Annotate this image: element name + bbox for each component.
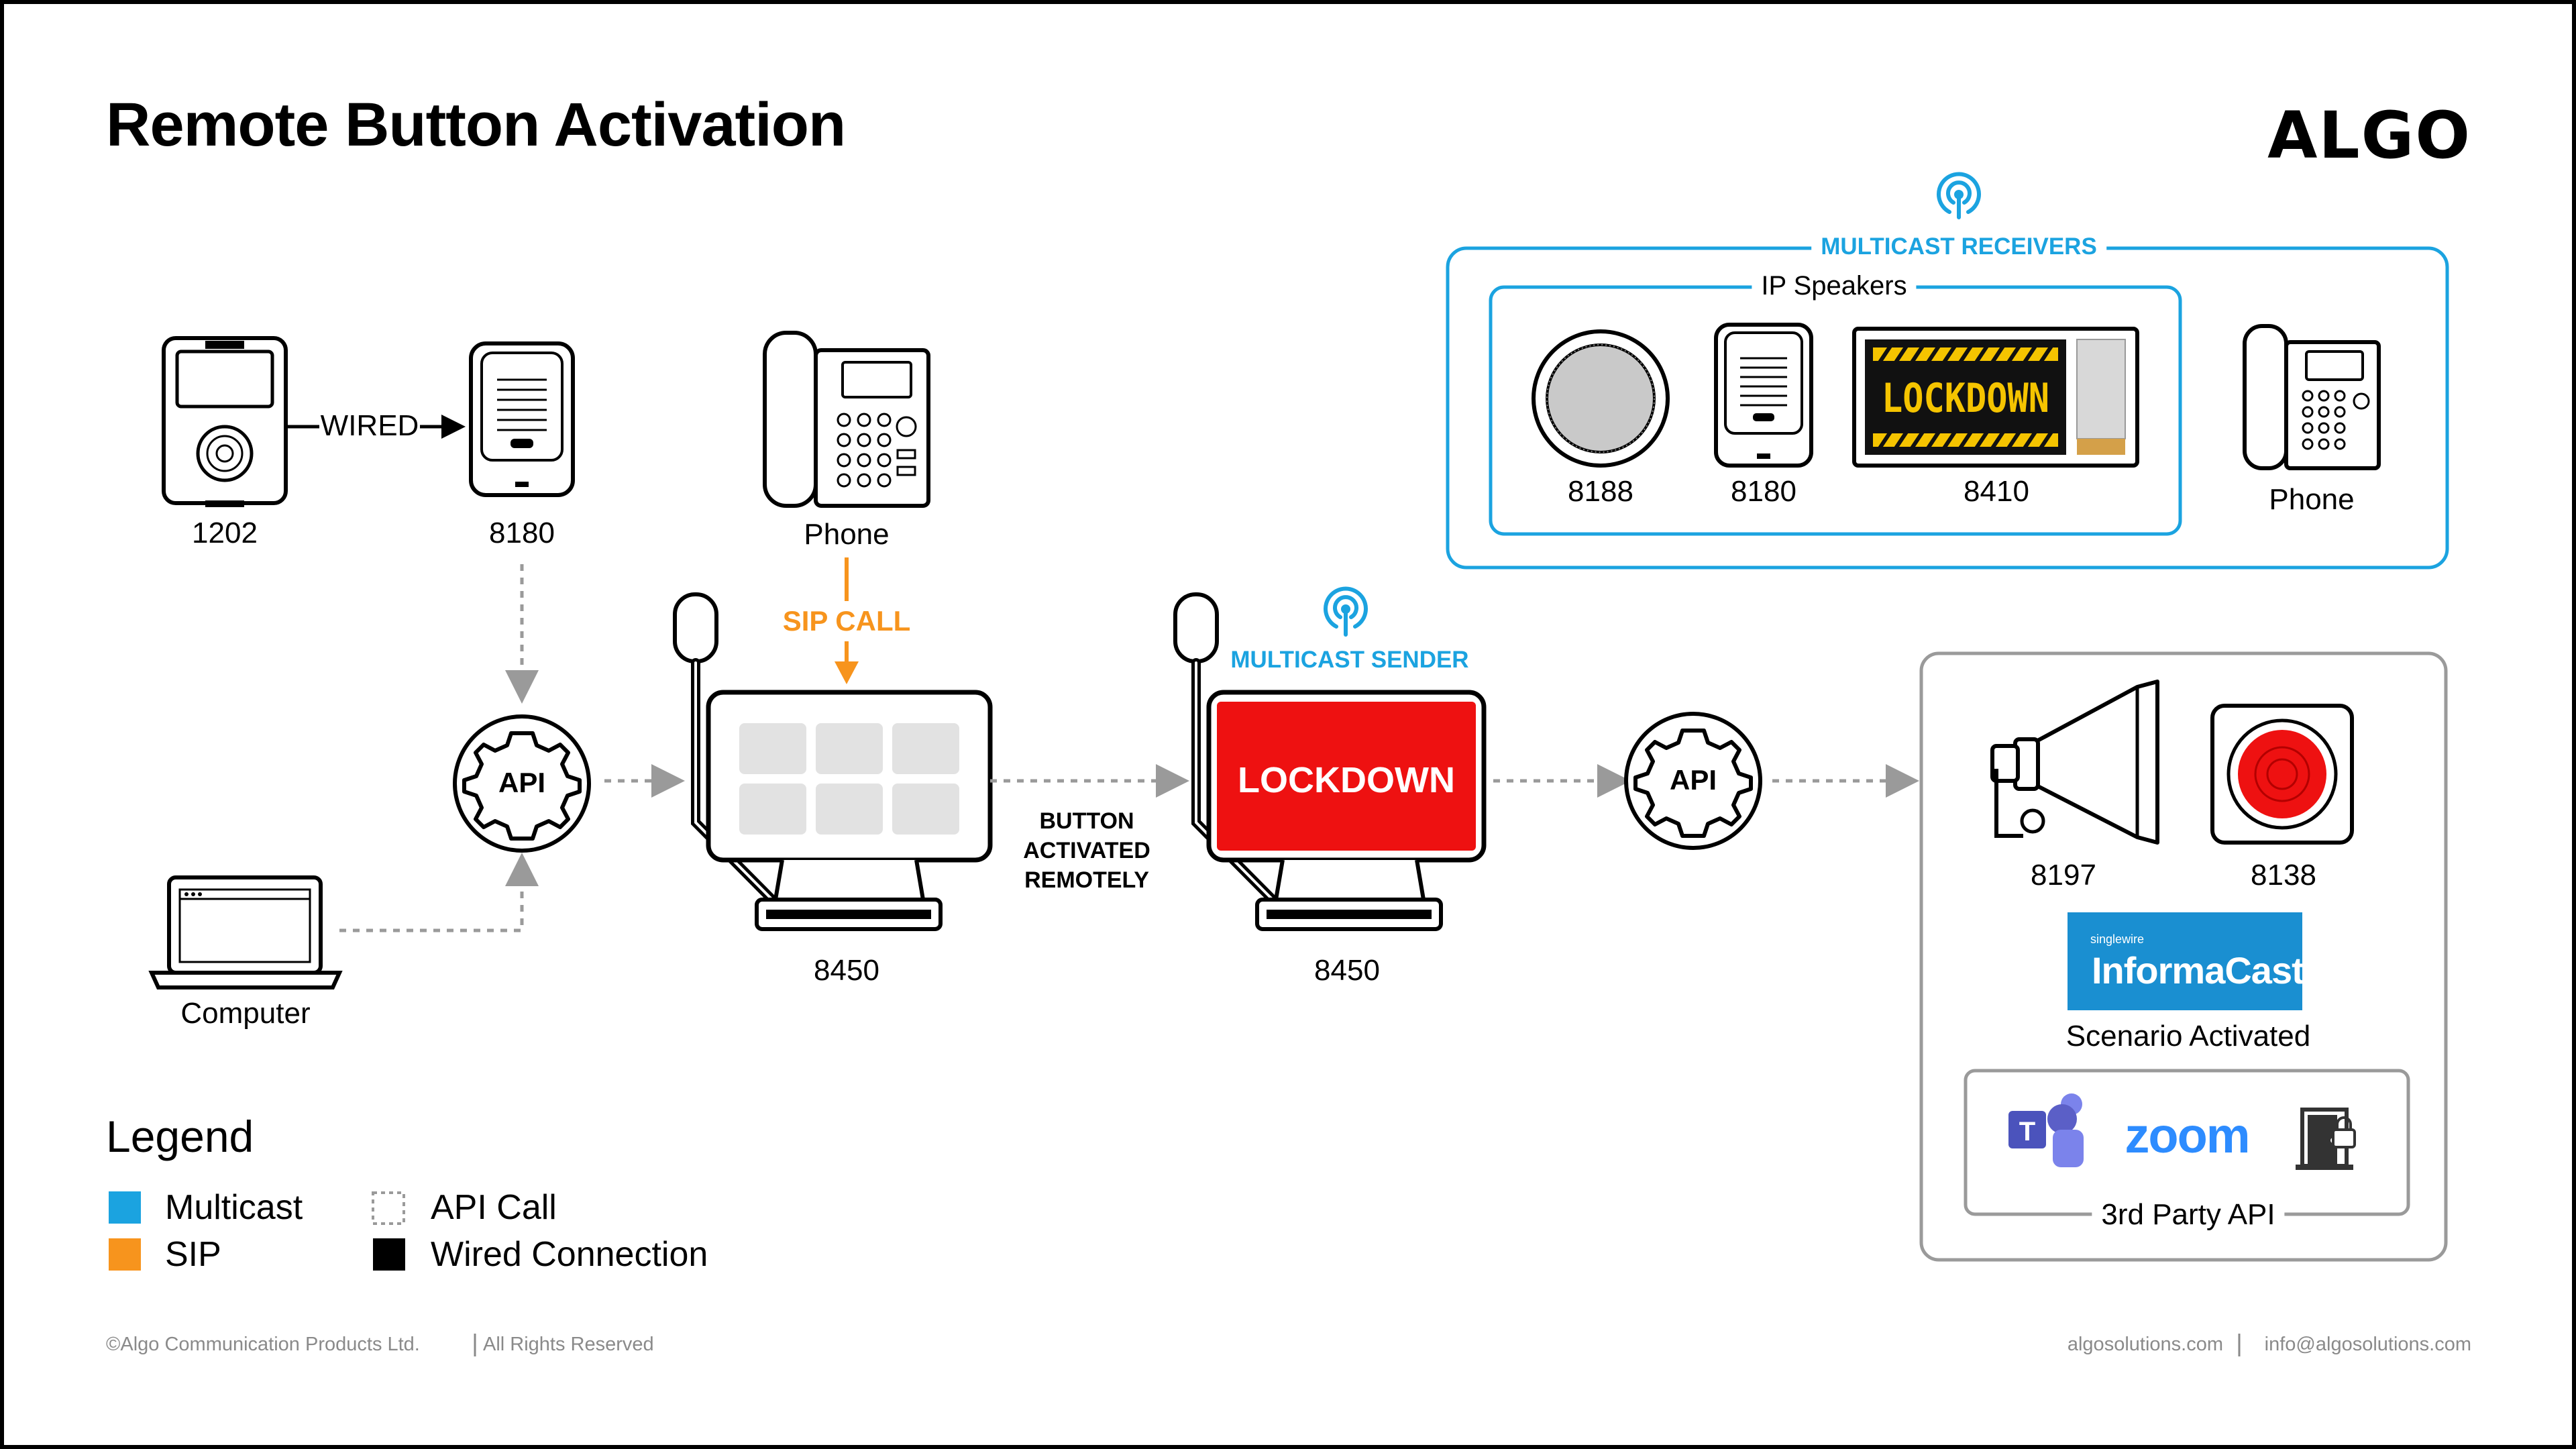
teams-icon: T xyxy=(2008,1093,2084,1167)
legend-sip: SIP xyxy=(165,1235,221,1274)
legend-swatch-wired xyxy=(373,1238,405,1271)
api-call-line-computer xyxy=(339,853,539,932)
footer-website[interactable]: algosolutions.com xyxy=(2067,1334,2223,1355)
legend-swatch-multicast xyxy=(109,1191,141,1224)
informacast-name: InformaCast xyxy=(2092,949,2304,991)
api-left-label: API xyxy=(498,767,546,798)
computer-icon xyxy=(148,875,343,989)
label-button-activated: BUTTON ACTIVATED REMOTELY xyxy=(1023,808,1150,893)
station-8450-right-icon xyxy=(1173,592,1487,931)
label-8188: 8188 xyxy=(1568,475,1633,508)
label-computer: Computer xyxy=(180,997,311,1030)
device-8180-left-icon xyxy=(469,341,575,497)
label-phone-receiver: Phone xyxy=(2269,483,2355,516)
strobe-8138-icon xyxy=(2210,704,2354,845)
algo-logo: ALGO xyxy=(2267,98,2471,173)
legend-swatch-api-call xyxy=(372,1191,405,1225)
lockdown-screen xyxy=(1217,702,1476,851)
footer-copyright: ©Algo Communication Products Ltd. xyxy=(106,1334,420,1355)
speaker-8180-icon xyxy=(1714,323,1813,468)
label-8450-right: 8450 xyxy=(1314,954,1380,987)
device-1202-icon xyxy=(162,336,288,507)
label-8197: 8197 xyxy=(2031,859,2096,892)
footer-rights: All Rights Reserved xyxy=(483,1334,654,1355)
label-1202: 1202 xyxy=(192,517,258,549)
station-8450-left-icon xyxy=(673,592,993,931)
sip-arrowhead xyxy=(835,661,859,684)
label-multicast-receivers: MULTICAST RECEIVERS xyxy=(1811,233,2106,260)
horn-8197-icon xyxy=(1990,680,2159,845)
label-phone-top: Phone xyxy=(804,518,890,551)
diagram-graphics: LOCKDOWN xyxy=(109,172,2449,1356)
label-wired: WIRED xyxy=(320,409,419,442)
informacast-brand: singlewire xyxy=(2090,932,2145,946)
informacast-badge xyxy=(2068,912,2302,1010)
display-8410-icon: LOCKDOWN xyxy=(1852,327,2139,468)
label-8180-left: 8180 xyxy=(489,517,555,549)
label-8138: 8138 xyxy=(2251,859,2316,892)
label-8180-receiver: 8180 xyxy=(1731,475,1796,508)
legend-multicast: Multicast xyxy=(165,1188,303,1227)
label-ip-speakers: IP Speakers xyxy=(1752,271,1917,301)
legend-api-call: API Call xyxy=(431,1188,557,1227)
api-gear-right-icon xyxy=(1624,712,1762,850)
sign-8410-text: LOCKDOWN xyxy=(1882,375,2049,422)
page-title: Remote Button Activation xyxy=(106,91,846,159)
legend-swatch-sip xyxy=(109,1238,141,1271)
lockdown-screen-text: LOCKDOWN xyxy=(1238,760,1455,800)
multicast-receivers-icon xyxy=(1937,172,1981,219)
wired-arrowhead xyxy=(441,415,466,439)
phone-receiver-icon xyxy=(2243,324,2381,470)
api-right-label: API xyxy=(1669,764,1717,796)
zoom-logo: zoom xyxy=(2125,1108,2250,1163)
api-gear-left-icon xyxy=(453,714,591,853)
legend-title: Legend xyxy=(106,1112,254,1161)
label-multicast-sender: MULTICAST SENDER xyxy=(1230,647,1469,673)
label-8410: 8410 xyxy=(1964,475,2029,508)
outputs-box xyxy=(1919,651,2448,1262)
phone-top-icon xyxy=(763,331,930,508)
label-8450-left: 8450 xyxy=(814,954,879,987)
label-3rd-party-api: 3rd Party API xyxy=(2092,1198,2285,1232)
footer-email[interactable]: info@algosolutions.com xyxy=(2264,1334,2471,1355)
multicast-sender-icon xyxy=(1324,586,1368,637)
label-scenario-activated: Scenario Activated xyxy=(2065,1020,2311,1053)
speaker-8188-icon xyxy=(1532,329,1670,468)
legend-wired: Wired Connection xyxy=(431,1235,708,1274)
door-lock-icon xyxy=(2296,1108,2356,1170)
svg-text:T: T xyxy=(2019,1117,2035,1146)
label-sip-call: SIP CALL xyxy=(782,605,911,637)
